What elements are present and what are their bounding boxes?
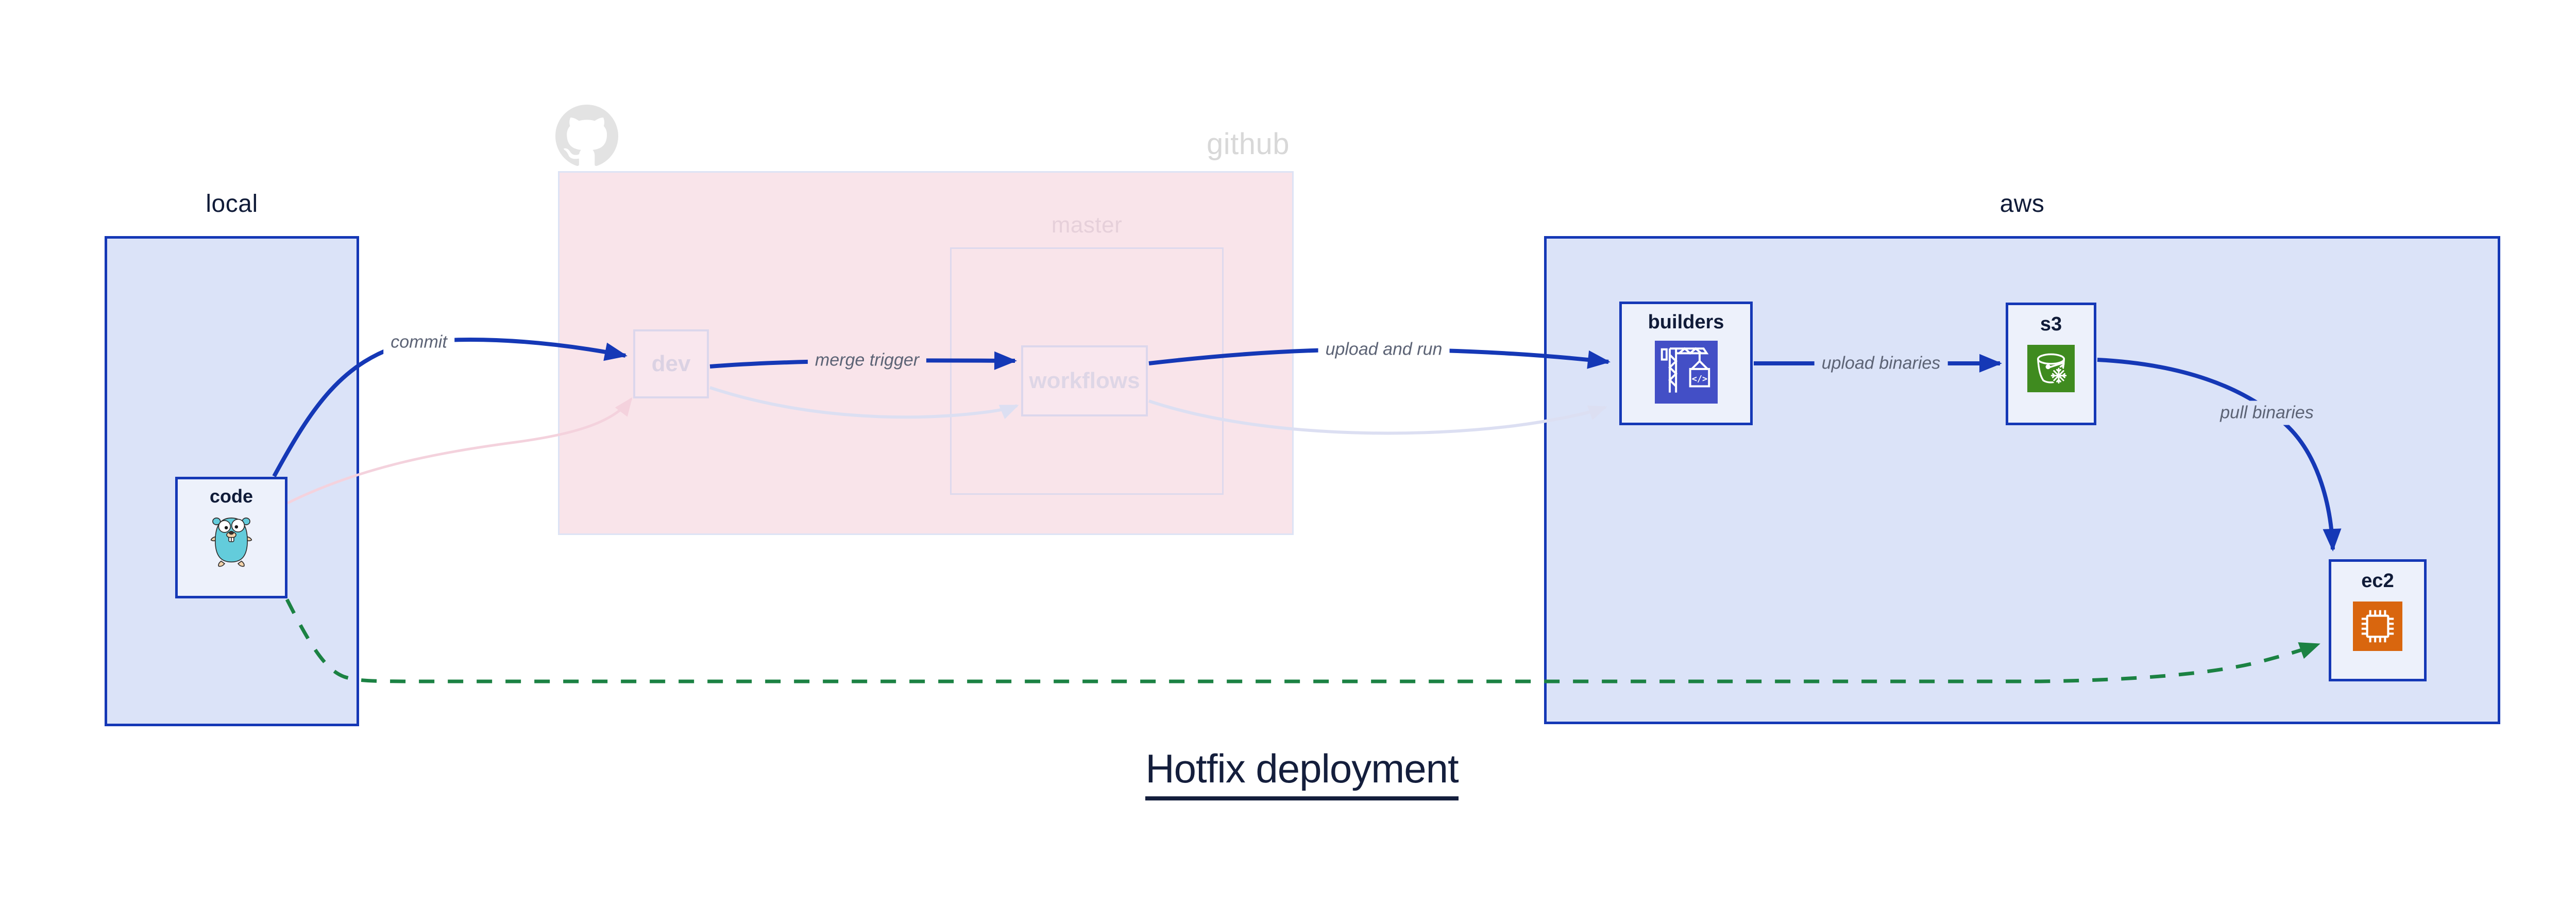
edge-label-upload-binaries: upload binaries: [1814, 351, 1948, 376]
region-local-label: local: [206, 190, 258, 218]
node-s3: s3: [2006, 303, 2096, 425]
s3-bucket-icon: [2027, 345, 2075, 392]
node-dev: dev: [633, 329, 709, 398]
ec2-chip-icon: [2353, 602, 2402, 651]
region-github-label: github: [1206, 127, 1290, 161]
node-code-label: code: [209, 486, 253, 507]
node-ec2: ec2: [2329, 559, 2427, 681]
node-s3-label: s3: [2040, 313, 2062, 335]
node-workflows: workflows: [1021, 345, 1148, 416]
edge-label-pull-binaries: pull binaries: [2213, 400, 2321, 425]
go-gopher-icon: [210, 517, 252, 567]
codebuild-crane-icon: </>: [1654, 341, 1718, 404]
codebuild-icon-glyph: </>: [1691, 373, 1707, 383]
edge-label-merge-trigger: merge trigger: [807, 348, 927, 373]
node-code: code: [175, 477, 287, 598]
github-octocat-icon: [555, 105, 618, 166]
diagram-title: Hotfix deployment: [1145, 745, 1459, 800]
node-dev-label: dev: [651, 351, 691, 376]
edge-label-commit: commit: [383, 330, 454, 355]
region-master: [950, 247, 1224, 495]
node-builders: builders </>: [1619, 302, 1753, 425]
node-ec2-label: ec2: [2361, 570, 2394, 592]
region-aws-label: aws: [1999, 190, 2045, 218]
node-workflows-label: workflows: [1029, 368, 1140, 393]
region-master-label: master: [1051, 212, 1123, 238]
diagram-title-wrap: Hotfix deployment: [0, 745, 2576, 800]
edge-label-upload-and-run: upload and run: [1318, 337, 1450, 362]
node-builders-label: builders: [1648, 311, 1724, 333]
